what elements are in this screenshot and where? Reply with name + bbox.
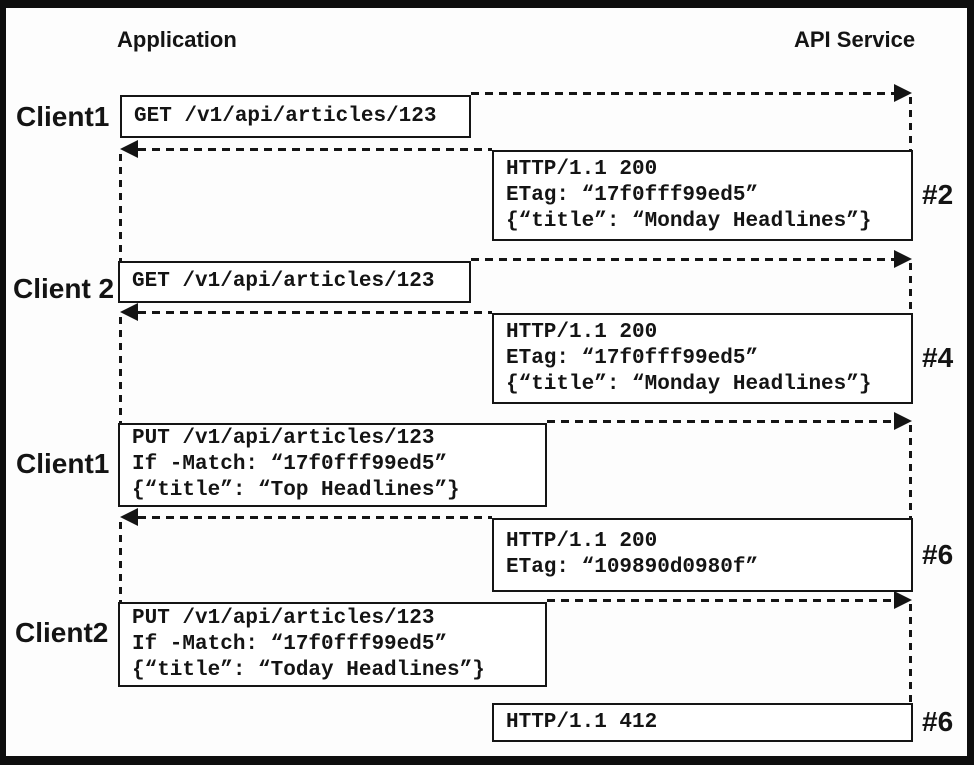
message-line: HTTP/1.1 412 — [506, 710, 658, 734]
request-box-client1-get: GET /v1/api/articles/123 — [120, 95, 471, 138]
request-arrow-4 — [547, 599, 894, 602]
request-box-client2-get: GET /v1/api/articles/123 — [118, 261, 471, 303]
step-tag-2: #2 — [922, 179, 954, 210]
response-arrow-1 — [138, 148, 492, 151]
request-arrow-2 — [471, 258, 894, 261]
request-arrow-3 — [547, 420, 894, 423]
message-line: GET /v1/api/articles/123 — [134, 104, 437, 128]
frame-border-left — [0, 0, 6, 765]
client-label-4: Client2 — [15, 617, 109, 648]
message-line: PUT /v1/api/articles/123 — [132, 427, 435, 450]
message-line: HTTP/1.1 200 — [506, 530, 658, 553]
response-arrow-2 — [138, 311, 492, 314]
response-arrow-3 — [138, 516, 492, 519]
message-line: ETag: “17f0fff99ed5” — [506, 346, 759, 370]
client-label-1: Client1 — [16, 101, 110, 132]
message-line: HTTP/1.1 200 — [506, 157, 658, 181]
request-box-client2-put: PUT /v1/api/articles/123 If -Match: “17f… — [118, 602, 547, 687]
frame-border-top — [0, 0, 974, 8]
api-lifeline-segment-2 — [909, 263, 912, 313]
client-label-2: Client 2 — [13, 273, 115, 304]
message-line: HTTP/1.1 200 — [506, 320, 658, 344]
step-tag-4: #4 — [922, 342, 954, 373]
arrow-left-icon — [120, 303, 138, 321]
message-line: {“title”: “Top Headlines”} — [132, 479, 460, 502]
message-line: ETag: “17f0fff99ed5” — [506, 183, 759, 207]
response-box-6: HTTP/1.1 200 ETag: “109890d0980f” — [492, 518, 913, 592]
app-lifeline-segment-1 — [119, 154, 122, 261]
message-line: {“title”: “Monday Headlines”} — [506, 372, 872, 396]
message-line: ETag: “109890d0980f” — [506, 556, 759, 579]
frame-border-right — [967, 0, 974, 765]
response-box-4: HTTP/1.1 200 ETag: “17f0fff99ed5” {“titl… — [492, 313, 913, 404]
actor-api-service: API Service — [794, 27, 916, 52]
app-lifeline-segment-3 — [119, 522, 122, 602]
response-box-2: HTTP/1.1 200 ETag: “17f0fff99ed5” {“titl… — [492, 150, 913, 241]
api-lifeline-segment-1 — [909, 97, 912, 150]
message-line: PUT /v1/api/articles/123 — [132, 606, 435, 630]
response-box-412: HTTP/1.1 412 — [492, 703, 913, 742]
step-tag-6: #6 — [922, 539, 954, 570]
app-lifeline-segment-2 — [119, 317, 122, 423]
api-lifeline-segment-3 — [909, 425, 912, 518]
actor-application: Application — [117, 27, 237, 52]
arrow-right-icon — [894, 84, 912, 102]
message-line: GET /v1/api/articles/123 — [132, 270, 435, 293]
message-line: If -Match: “17f0fff99ed5” — [132, 632, 448, 656]
request-box-client1-put: PUT /v1/api/articles/123 If -Match: “17f… — [118, 423, 547, 507]
frame-border-bottom — [0, 756, 974, 765]
request-arrow-1 — [471, 92, 894, 95]
arrow-right-icon — [894, 250, 912, 268]
arrow-right-icon — [894, 591, 912, 609]
step-tag-6b: #6 — [922, 706, 954, 737]
message-line: {“title”: “Today Headlines”} — [132, 658, 485, 682]
api-lifeline-segment-4 — [909, 604, 912, 703]
arrow-left-icon — [120, 508, 138, 526]
arrow-left-icon — [120, 140, 138, 158]
arrow-right-icon — [894, 412, 912, 430]
message-line: If -Match: “17f0fff99ed5” — [132, 453, 448, 476]
client-label-3: Client1 — [16, 448, 110, 479]
message-line: {“title”: “Monday Headlines”} — [506, 209, 872, 233]
